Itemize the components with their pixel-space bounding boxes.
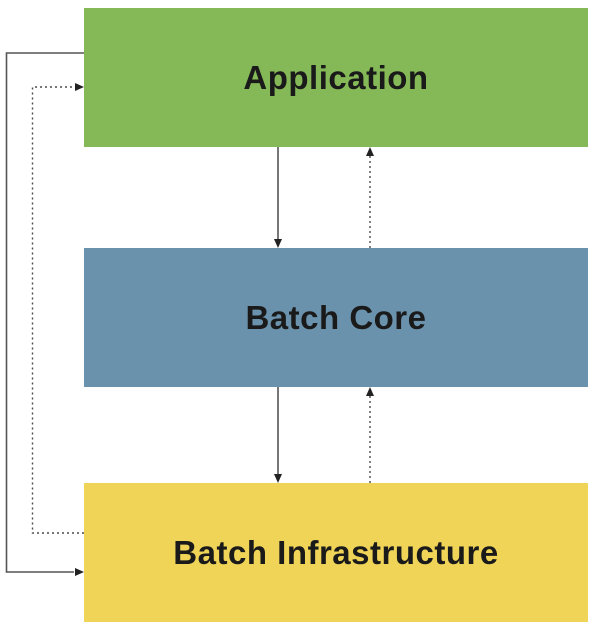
node-batch-infrastructure-label: Batch Infrastructure: [173, 533, 499, 571]
edge-application-to-batch-infrastructure: [5, 52, 84, 573]
node-batch-infrastructure: Batch Infrastructure: [84, 483, 588, 622]
arrowhead-batch-infrastructure-to-application: [75, 83, 84, 91]
node-application: Application: [84, 8, 588, 147]
arrowhead-batch-core-to-application: [366, 147, 374, 156]
arrowhead-batch-core-to-batch-infrastructure: [274, 474, 282, 483]
arrowhead-batch-infrastructure-to-batch-core: [366, 387, 374, 396]
node-application-label: Application: [243, 58, 429, 96]
arrowhead-application-to-batch-core: [274, 239, 282, 248]
arrowhead-application-to-batch-infrastructure: [75, 568, 84, 576]
node-batch-core: Batch Core: [84, 248, 588, 387]
edge-batch-infrastructure-to-application: [31, 86, 84, 534]
node-batch-core-label: Batch Core: [245, 298, 427, 336]
